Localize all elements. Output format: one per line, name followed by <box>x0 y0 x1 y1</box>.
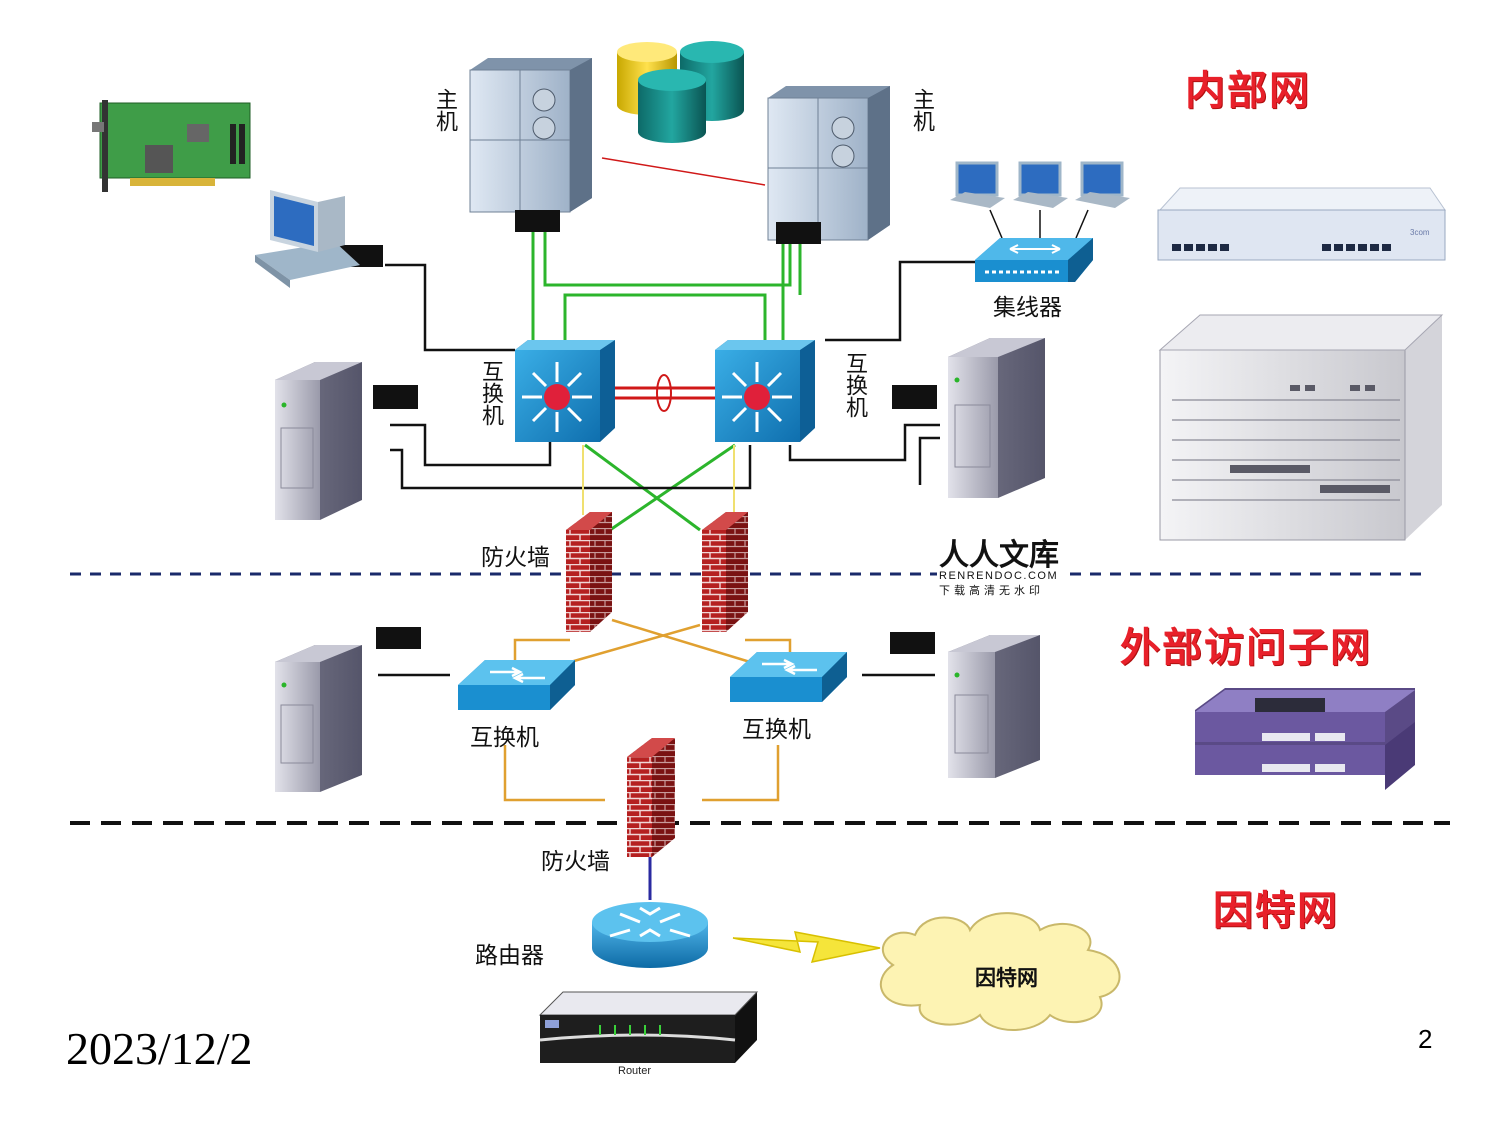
core-switch-right-label: 互换机 <box>842 352 867 418</box>
firewall-lower-label: 防火墙 <box>541 849 610 875</box>
orange-links <box>503 618 792 802</box>
dmz-switch-left-label: 互换机 <box>470 725 539 751</box>
watermark-domain: RENRENDOC.COM <box>939 570 1059 582</box>
yellow-links <box>582 445 735 515</box>
internet-cloud <box>880 912 1121 1031</box>
host-right-label: 主机 <box>909 88 934 132</box>
firewall-upper-left-icon <box>566 512 612 632</box>
slide-date: 2023/12/2 <box>66 1023 253 1074</box>
hub-links <box>989 209 1089 239</box>
router-label: 路由器 <box>475 943 544 969</box>
cloud-label: 因特网 <box>975 966 1038 990</box>
firewall-upper-label: 防火墙 <box>481 545 550 571</box>
black-links <box>378 260 975 677</box>
zone-title-internet: 因特网 <box>1213 888 1339 934</box>
server-tower-icon <box>275 645 362 792</box>
server-tower-icon <box>948 338 1045 498</box>
hub-device-photo <box>1157 187 1446 261</box>
dmz-switch-right-icon <box>730 652 847 702</box>
database-icon <box>617 41 744 143</box>
watermark: 人人文库 RENRENDOC.COM 下载高清无水印 <box>937 530 1061 598</box>
hub-brand-tag: 3com <box>1410 228 1430 237</box>
mainframe-right-icon <box>767 86 890 241</box>
router-icon <box>592 902 708 968</box>
zone-title-internal: 内部网 <box>1185 68 1311 114</box>
host-left-label: 主机 <box>432 88 457 132</box>
core-switch-right-icon <box>715 340 815 442</box>
firewall-upper-right-icon <box>702 512 748 632</box>
server-tower-icon <box>275 362 362 520</box>
firewall-lower-icon <box>627 738 675 857</box>
desktop-computer-icon <box>255 190 360 288</box>
nic-card-icon <box>338 210 937 654</box>
mainframe-left-icon <box>469 58 592 213</box>
dmz-switch-right-label: 互换机 <box>742 717 811 743</box>
core-switch-left-label: 互换机 <box>478 360 503 426</box>
router-device-icon <box>538 991 759 1063</box>
watermark-tagline: 下载高清无水印 <box>939 584 1044 597</box>
server-tower-icon <box>948 635 1040 778</box>
hub-label: 集线器 <box>993 295 1062 321</box>
hub-icon <box>975 238 1093 282</box>
core-switch-left-icon <box>515 340 615 442</box>
dmz-switch-left-icon <box>458 660 575 710</box>
router-caption: Router <box>618 1065 652 1077</box>
red-links <box>601 157 766 412</box>
lightning-icon <box>732 931 881 963</box>
network-card-icon <box>92 100 251 192</box>
watermark-title: 人人文库 <box>939 538 1059 573</box>
page-number: 2 <box>1418 1024 1433 1054</box>
zone-title-external: 外部访问子网 <box>1120 625 1372 671</box>
stacked-switch-photo <box>1195 688 1415 790</box>
chassis-switch-photo <box>1158 314 1444 541</box>
workstation-icon <box>950 161 1130 208</box>
